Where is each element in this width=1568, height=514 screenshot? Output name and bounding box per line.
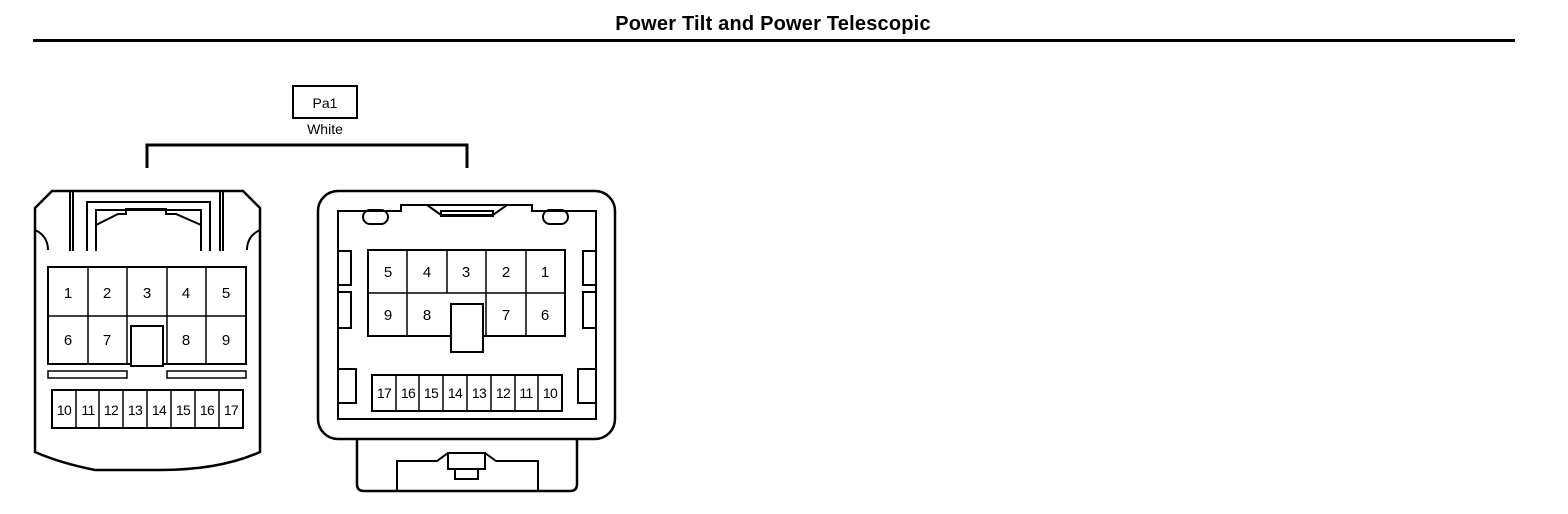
right-pin-4: 4 bbox=[423, 264, 431, 281]
left-pin-2: 2 bbox=[103, 285, 111, 302]
right-pin-17: 17 bbox=[377, 385, 392, 401]
view-bracket bbox=[145, 143, 469, 168]
connector-code: Pa1 bbox=[313, 95, 338, 111]
right-pin-1: 1 bbox=[541, 264, 549, 281]
diagram-title: Power Tilt and Power Telescopic bbox=[615, 13, 931, 35]
left-pin-10: 10 bbox=[57, 402, 72, 418]
right-pin-5: 5 bbox=[384, 264, 392, 281]
left-pin-14: 14 bbox=[152, 402, 167, 418]
left-pin-3: 3 bbox=[143, 285, 151, 302]
left-pin-12: 12 bbox=[104, 402, 119, 418]
right-pin-11: 11 bbox=[519, 385, 533, 401]
left-pin-9: 9 bbox=[222, 332, 230, 349]
right-pin-15: 15 bbox=[424, 385, 439, 401]
right-pin-16: 16 bbox=[401, 385, 416, 401]
right-pin-13: 13 bbox=[472, 385, 487, 401]
left-pin-8: 8 bbox=[182, 332, 190, 349]
right-pin-7: 7 bbox=[502, 307, 510, 324]
left-pin-16: 16 bbox=[200, 402, 215, 418]
connector-color: White bbox=[307, 121, 343, 137]
left-pin-4: 4 bbox=[182, 285, 190, 302]
right-pin-6: 6 bbox=[541, 307, 549, 324]
left-pin-7: 7 bbox=[103, 332, 111, 349]
left-pin-6: 6 bbox=[64, 332, 72, 349]
right-pin-3: 3 bbox=[462, 264, 470, 281]
right-pin-10: 10 bbox=[543, 385, 558, 401]
title-rule bbox=[33, 39, 1515, 42]
right-connector bbox=[316, 189, 617, 493]
right-pin-8: 8 bbox=[423, 307, 431, 324]
left-connector bbox=[33, 189, 262, 472]
left-pin-15: 15 bbox=[176, 402, 191, 418]
left-pin-13: 13 bbox=[128, 402, 143, 418]
right-pin-9: 9 bbox=[384, 307, 392, 324]
connector-code-box bbox=[292, 85, 358, 119]
left-pin-1: 1 bbox=[64, 285, 72, 302]
left-pin-17: 17 bbox=[224, 402, 239, 418]
right-pin-12: 12 bbox=[496, 385, 511, 401]
left-pin-11: 11 bbox=[81, 402, 95, 418]
right-pin-14: 14 bbox=[448, 385, 463, 401]
left-pin-5: 5 bbox=[222, 285, 230, 302]
right-pin-2: 2 bbox=[502, 264, 510, 281]
